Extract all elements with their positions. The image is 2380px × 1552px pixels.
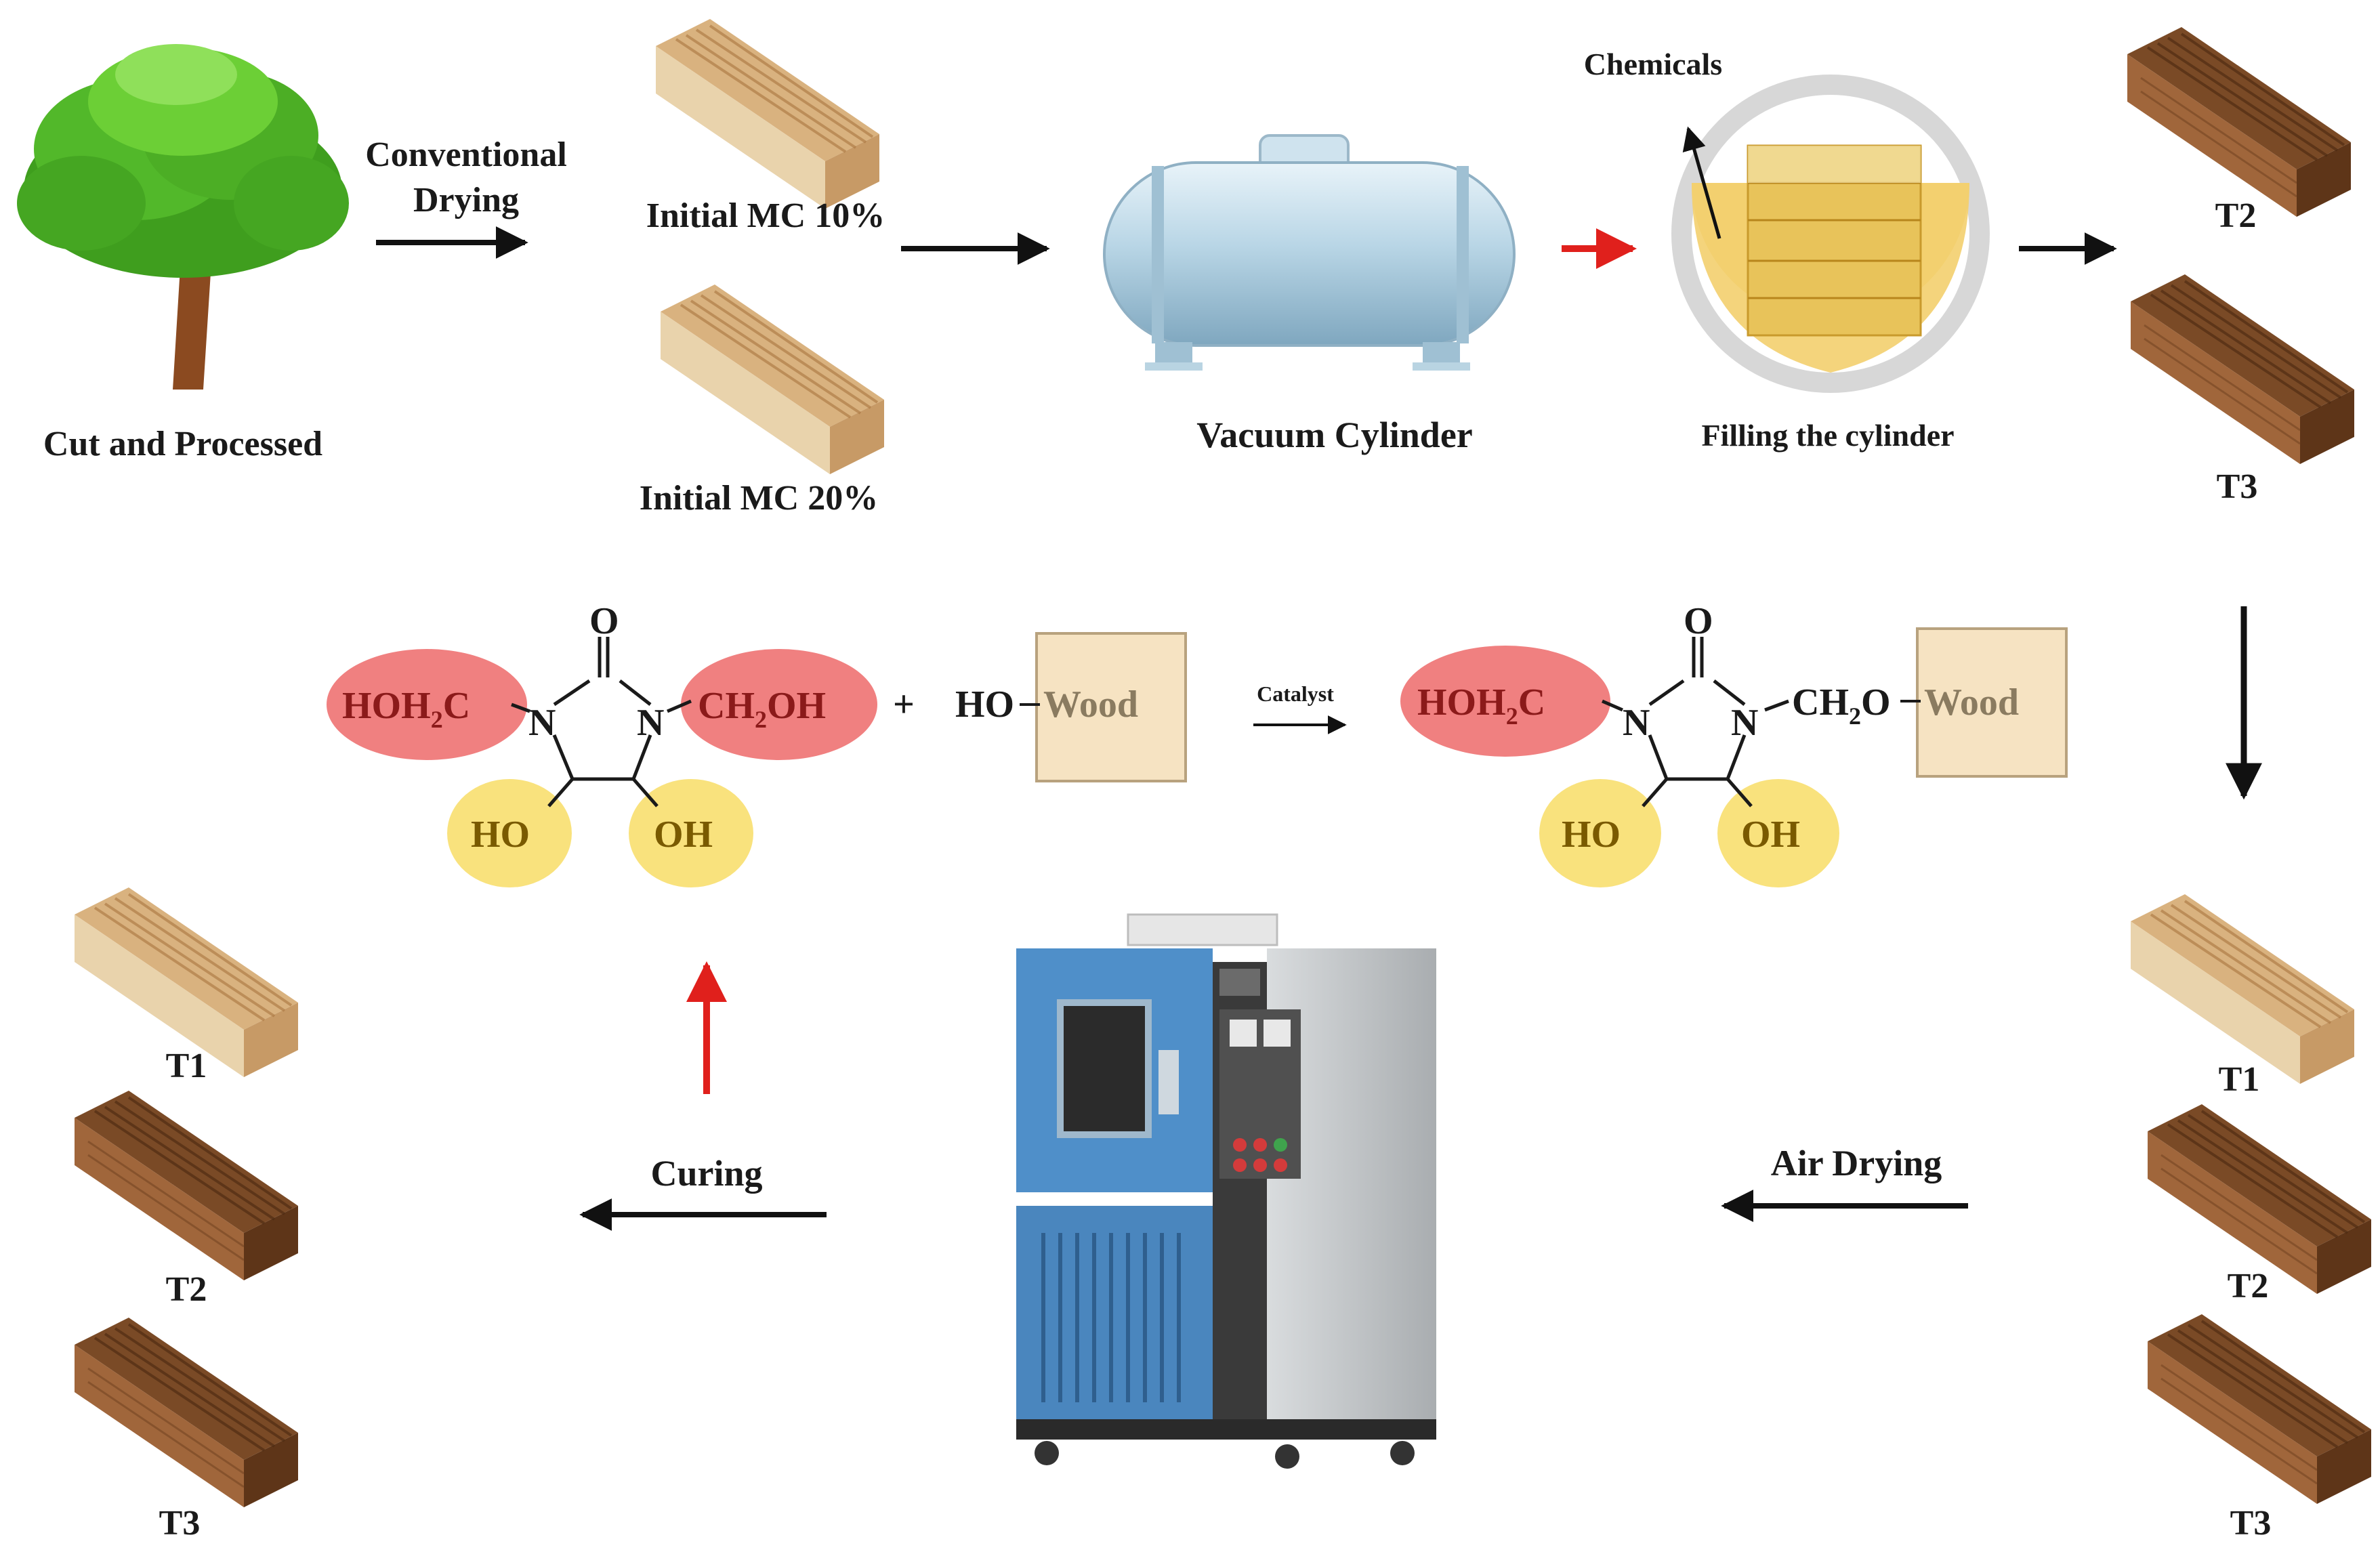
t1-left-label: T1: [166, 1047, 207, 1085]
t2-top-label: T2: [2215, 196, 2257, 235]
svg-text:HOH2C: HOH2C: [1417, 681, 1545, 730]
n-left-2: N: [637, 702, 664, 744]
svg-text:Wood: Wood: [1043, 684, 1138, 726]
t3-left-label: T3: [159, 1504, 201, 1543]
drying-label: Drying: [413, 181, 519, 219]
vacuum-cylinder-label: Vacuum Cylinder: [1196, 415, 1473, 455]
svg-text:CH2OH: CH2OH: [698, 685, 826, 733]
wood-block-mc20: [659, 283, 885, 476]
svg-text:OH: OH: [1741, 814, 1800, 856]
o-left: O: [589, 600, 619, 642]
filled-cylinder-icon: [1671, 75, 1990, 393]
svg-text:HO: HO: [955, 684, 1014, 726]
wood-reactant: HO Wood: [955, 632, 1187, 782]
wood-block-t2-top: [2126, 26, 2352, 218]
air-drying-label: Air Drying: [1771, 1143, 1942, 1183]
wood-block-mc10: [654, 18, 881, 210]
filling-cylinder-label: Filling the cylinder: [1701, 418, 1954, 453]
tree-icon: [17, 44, 349, 390]
wood-block-t2-left: [73, 1089, 299, 1282]
initial-mc-20-label: Initial MC 20%: [640, 479, 878, 518]
svg-text:CH2O: CH2O: [1792, 681, 1891, 730]
ho-left: HO: [471, 814, 530, 856]
t2-left-label: T2: [166, 1270, 207, 1309]
svg-text:HOH2C: HOH2C: [342, 685, 470, 733]
svg-text:HO: HO: [1562, 814, 1621, 856]
t3-top-label: T3: [2217, 467, 2258, 506]
vacuum-cylinder-icon: [1103, 134, 1516, 371]
t3-right-label: T3: [2230, 1504, 2272, 1543]
product-modified-wood: HOH2C N N O CH2O HO OH Wood: [1400, 600, 2068, 887]
svg-text:N: N: [1731, 702, 1758, 744]
n-left-1: N: [528, 702, 556, 744]
wood-block-t3-right: [2146, 1313, 2373, 1505]
curing-label: Curing: [650, 1153, 762, 1194]
svg-text:Wood: Wood: [1924, 681, 2019, 723]
t2-right-label: T2: [2228, 1267, 2269, 1305]
chemicals-label: Chemicals: [1584, 47, 1722, 81]
wood-block-t3-left: [73, 1316, 299, 1509]
reactant-dmdheu: HOH2C N N O CH2OH HO OH: [327, 600, 877, 887]
climate-chamber-icon: [1016, 913, 1436, 1469]
t1-right-label: T1: [2219, 1060, 2260, 1099]
initial-mc-10-label: Initial MC 10%: [646, 196, 885, 235]
wood-block-t1-right: [2129, 893, 2356, 1085]
catalyst-label: Catalyst: [1257, 681, 1334, 706]
conventional-label: Conventional: [365, 135, 567, 174]
svg-text:O: O: [1684, 600, 1713, 642]
oh-left: OH: [654, 814, 713, 856]
wood-block-t2-right: [2146, 1103, 2373, 1295]
cut-processed-label: Cut and Processed: [43, 425, 322, 463]
svg-text:N: N: [1623, 702, 1650, 744]
plus-sign: +: [893, 684, 915, 726]
wood-block-t3-top: [2129, 273, 2356, 465]
